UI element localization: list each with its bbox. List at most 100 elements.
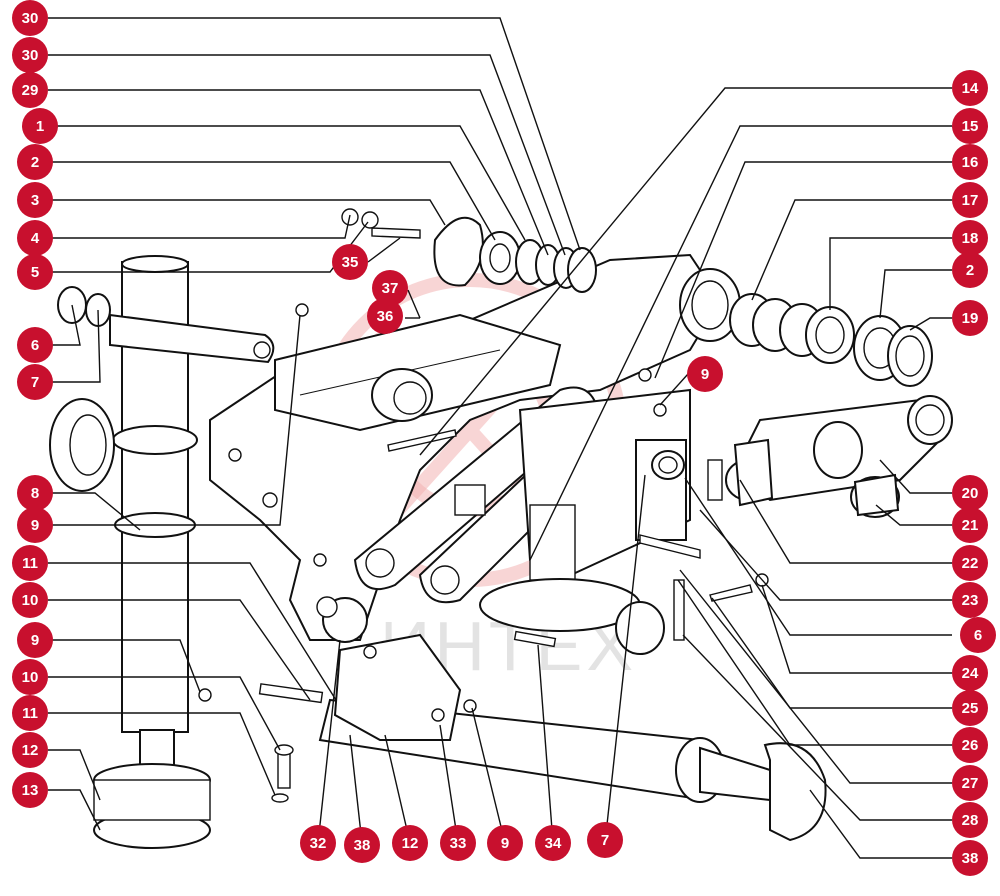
callout: 1 bbox=[22, 108, 58, 144]
svg-text:30: 30 bbox=[22, 10, 39, 27]
callout: 9 bbox=[687, 356, 723, 392]
svg-text:30: 30 bbox=[22, 47, 39, 64]
svg-text:34: 34 bbox=[545, 835, 562, 852]
svg-text:2: 2 bbox=[966, 262, 974, 279]
svg-text:11: 11 bbox=[22, 705, 38, 722]
svg-text:35: 35 bbox=[342, 254, 359, 271]
svg-text:36: 36 bbox=[377, 308, 394, 325]
svg-text:37: 37 bbox=[382, 280, 399, 297]
callout: 20 bbox=[952, 475, 988, 511]
callout: 29 bbox=[12, 72, 48, 108]
callout: 9 bbox=[17, 622, 53, 658]
svg-text:6: 6 bbox=[31, 337, 39, 354]
svg-text:33: 33 bbox=[450, 835, 467, 852]
svg-text:12: 12 bbox=[22, 742, 39, 759]
callout: 6 bbox=[960, 617, 996, 653]
svg-text:18: 18 bbox=[962, 230, 979, 247]
callout: 18 bbox=[952, 220, 988, 256]
svg-text:28: 28 bbox=[962, 812, 979, 829]
callout: 30 bbox=[12, 37, 48, 73]
svg-text:1: 1 bbox=[36, 118, 44, 135]
callout: 30 bbox=[12, 0, 48, 36]
callout: 2 bbox=[952, 252, 988, 288]
svg-text:19: 19 bbox=[962, 310, 979, 327]
callout: 9 bbox=[17, 507, 53, 543]
svg-text:9: 9 bbox=[31, 517, 39, 534]
svg-text:3: 3 bbox=[31, 192, 39, 209]
callouts-right: 14 15 16 17 18 2 19 20 21 22 23 6 24 25 … bbox=[952, 70, 996, 876]
callout: 5 bbox=[17, 254, 53, 290]
callout: 11 bbox=[12, 695, 48, 731]
callout: 11 bbox=[12, 545, 48, 581]
callout: 9 bbox=[487, 825, 523, 861]
callout: 17 bbox=[952, 182, 988, 218]
callouts-left: 30 30 29 1 2 3 4 5 6 7 8 9 11 10 9 10 11… bbox=[12, 0, 58, 808]
callout: 36 bbox=[367, 298, 403, 334]
svg-text:29: 29 bbox=[22, 82, 39, 99]
callout: 28 bbox=[952, 802, 988, 838]
callout: 19 bbox=[952, 300, 988, 336]
callout: 13 bbox=[12, 772, 48, 808]
callout: 33 bbox=[440, 825, 476, 861]
callout: 3 bbox=[17, 182, 53, 218]
callout: 10 bbox=[12, 582, 48, 618]
callout: 23 bbox=[952, 582, 988, 618]
callout: 7 bbox=[17, 364, 53, 400]
svg-text:2: 2 bbox=[31, 154, 39, 171]
callout: 15 bbox=[952, 108, 988, 144]
svg-text:10: 10 bbox=[22, 669, 39, 686]
svg-text:25: 25 bbox=[962, 700, 979, 717]
svg-text:23: 23 bbox=[962, 592, 979, 609]
callout: 16 bbox=[952, 144, 988, 180]
svg-text:7: 7 bbox=[601, 832, 609, 849]
svg-text:20: 20 bbox=[962, 485, 979, 502]
callout: 12 bbox=[12, 732, 48, 768]
callout: 21 bbox=[952, 507, 988, 543]
svg-text:26: 26 bbox=[962, 737, 979, 754]
svg-text:7: 7 bbox=[31, 374, 39, 391]
callout: 7 bbox=[587, 822, 623, 858]
svg-text:32: 32 bbox=[310, 835, 327, 852]
svg-text:14: 14 bbox=[962, 80, 979, 97]
callout: 26 bbox=[952, 727, 988, 763]
svg-text:22: 22 bbox=[962, 555, 979, 572]
callout: 2 bbox=[17, 144, 53, 180]
svg-text:6: 6 bbox=[974, 627, 982, 644]
leader-lines bbox=[48, 17, 952, 859]
callout: 37 bbox=[372, 270, 408, 306]
callout: 38 bbox=[344, 827, 380, 863]
svg-text:21: 21 bbox=[962, 517, 979, 534]
mechanism-drawing bbox=[49, 208, 953, 849]
callouts-bottom: 32 38 12 33 9 34 7 bbox=[300, 822, 623, 863]
callout: 34 bbox=[535, 825, 571, 861]
callout: 8 bbox=[17, 475, 53, 511]
callout: 25 bbox=[952, 690, 988, 726]
svg-text:10: 10 bbox=[22, 592, 39, 609]
svg-text:17: 17 bbox=[962, 192, 979, 209]
callout: 6 bbox=[17, 327, 53, 363]
callout: 32 bbox=[300, 825, 336, 861]
svg-text:11: 11 bbox=[22, 555, 38, 572]
svg-text:8: 8 bbox=[31, 485, 39, 502]
svg-text:12: 12 bbox=[402, 835, 419, 852]
callout: 38 bbox=[952, 840, 988, 876]
callout: 35 bbox=[332, 244, 368, 280]
svg-text:24: 24 bbox=[962, 665, 979, 682]
svg-text:9: 9 bbox=[31, 632, 39, 649]
svg-text:13: 13 bbox=[22, 782, 39, 799]
callout: 22 bbox=[952, 545, 988, 581]
callout: 12 bbox=[392, 825, 428, 861]
svg-text:9: 9 bbox=[701, 366, 709, 383]
svg-text:38: 38 bbox=[962, 850, 979, 867]
svg-text:15: 15 bbox=[962, 118, 979, 135]
callout: 4 bbox=[17, 220, 53, 256]
callout: 27 bbox=[952, 765, 988, 801]
svg-text:9: 9 bbox=[501, 835, 509, 852]
callout: 10 bbox=[12, 659, 48, 695]
callout: 14 bbox=[952, 70, 988, 106]
callouts-floating: 35 37 36 9 bbox=[332, 244, 723, 392]
svg-text:5: 5 bbox=[31, 264, 39, 281]
svg-text:16: 16 bbox=[962, 154, 979, 171]
svg-text:4: 4 bbox=[31, 230, 40, 247]
